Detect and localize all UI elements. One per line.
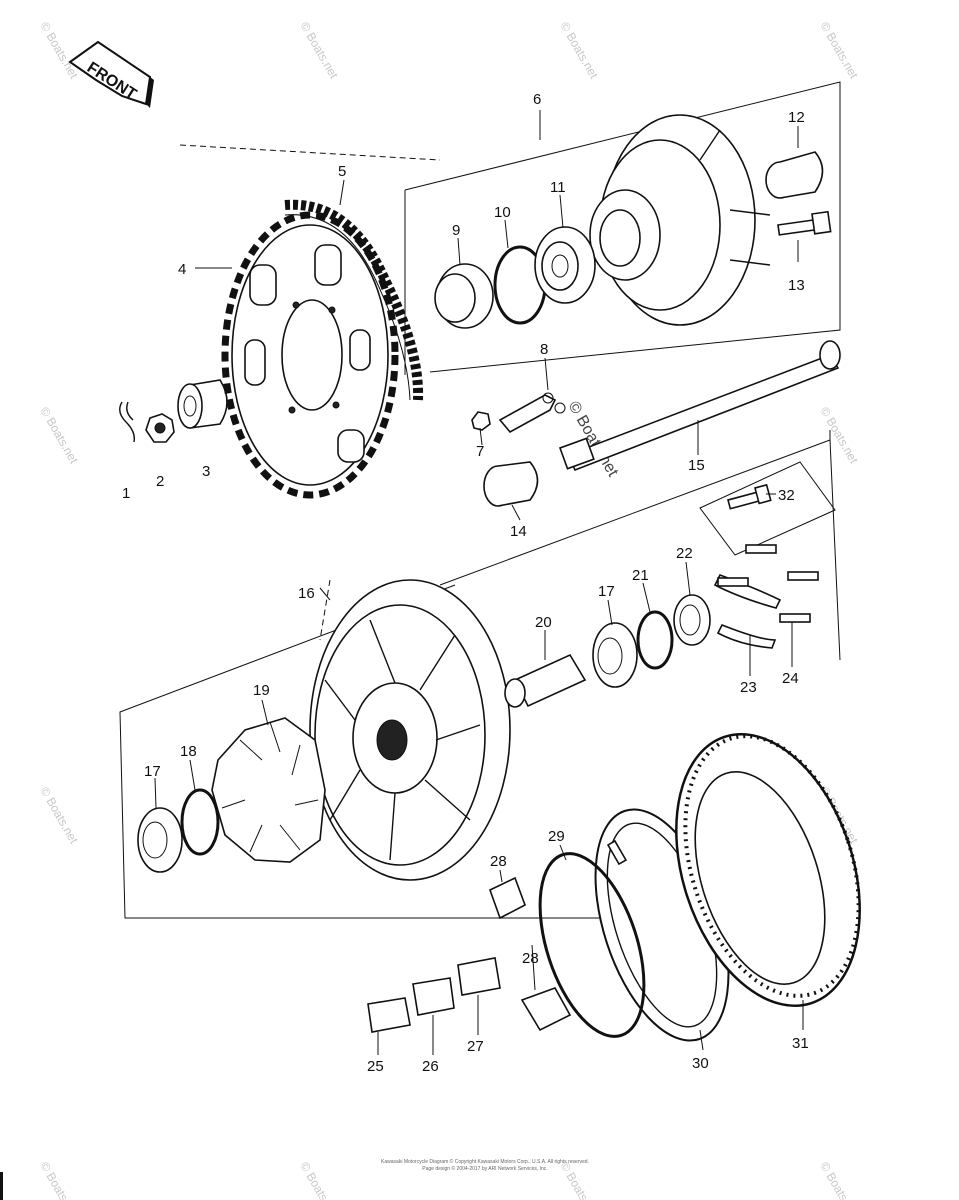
callout-12: 12 [788, 109, 805, 126]
callout-17-left: 17 [144, 763, 161, 780]
o-ring [180, 788, 220, 856]
callout-24: 24 [782, 670, 799, 687]
callout-28-lower: 28 [522, 950, 539, 967]
drive-chain [284, 199, 424, 401]
callout-2: 2 [156, 473, 164, 490]
wheel-circlip [636, 610, 674, 670]
watermark: © Boats.net [37, 405, 81, 467]
watermark: © Boats.net [817, 1160, 861, 1200]
footer-line-2: Page design © 2004-2017 by ARI Network S… [422, 1166, 548, 1172]
cotter-pin [119, 401, 136, 443]
callout-17-right: 17 [598, 583, 615, 600]
watermark: © Boats.net [37, 1160, 81, 1200]
rim-protector-lower [520, 987, 572, 1032]
rear-wheel-damper [211, 717, 326, 863]
watermark: © Boats.net [37, 20, 81, 82]
callout-16: 16 [298, 585, 315, 602]
watermark: © Boats.net [817, 405, 861, 467]
callout-4: 4 [178, 261, 186, 278]
chain-adjuster [498, 392, 566, 434]
callout-7: 7 [476, 443, 484, 460]
wheel-bearing-left [137, 807, 183, 873]
watermark: © Boats.net [297, 1160, 341, 1200]
callout-5: 5 [338, 163, 346, 180]
callout-19: 19 [253, 682, 270, 699]
callouts: 1 2 3 4 5 6 7 8 9 10 11 12 13 14 15 16 1… [122, 91, 809, 1075]
wheel-seal [673, 594, 711, 646]
leader-lines [154, 110, 804, 1055]
rim-protector-upper [489, 876, 526, 920]
brake-pad-26 [412, 977, 455, 1016]
hub-bearing [534, 226, 596, 304]
callout-21: 21 [632, 567, 649, 584]
callout-9: 9 [452, 222, 460, 239]
callout-28-upper: 28 [490, 853, 507, 870]
callout-15: 15 [688, 457, 705, 474]
callout-29: 29 [548, 828, 565, 845]
cast-wheel [309, 579, 511, 881]
callout-30: 30 [692, 1055, 709, 1072]
watermark: © Boats.net [557, 20, 601, 82]
front-arrow-icon: FRONT [68, 40, 154, 108]
caliper-bolt-32 [727, 483, 772, 510]
adjuster-nut [471, 411, 491, 431]
rear-tire [675, 733, 861, 1007]
rear-sprocket [221, 211, 399, 499]
rear-hub [589, 114, 771, 326]
callout-13: 13 [788, 277, 805, 294]
watermark: © Boats.net [817, 20, 861, 82]
callout-14: 14 [510, 523, 527, 540]
callout-8: 8 [540, 341, 548, 358]
wheel-bearing-right [592, 622, 638, 688]
hub-bolt [777, 210, 832, 236]
page-edge-marker [0, 1172, 3, 1200]
brake-pad-27 [457, 957, 501, 996]
callout-3: 3 [202, 463, 210, 480]
rim-band [538, 852, 646, 1038]
watermark: © Boats.net [37, 785, 81, 847]
castle-nut [145, 413, 175, 443]
footer-line-1: Kawasaki Motorcycle Diagram © Copyright … [381, 1159, 589, 1165]
hub-collar [765, 151, 824, 199]
callout-32: 32 [778, 487, 795, 504]
collar [177, 379, 228, 429]
watermark: © Boats.net [297, 20, 341, 82]
copyright-footer: Kawasaki Motorcycle Diagram © Copyright … [340, 1159, 630, 1173]
callout-6: 6 [533, 91, 541, 108]
callout-27: 27 [467, 1038, 484, 1055]
callout-31: 31 [792, 1035, 809, 1052]
oil-seal [434, 263, 494, 329]
assembly-frame-upper [119, 81, 841, 919]
callout-18: 18 [180, 743, 197, 760]
callout-26: 26 [422, 1058, 439, 1075]
brake-pad-25 [367, 997, 411, 1033]
brake-bolts [717, 544, 819, 623]
callout-25: 25 [367, 1058, 384, 1075]
callout-23: 23 [740, 679, 757, 696]
callout-10: 10 [494, 204, 511, 221]
callout-1: 1 [122, 485, 130, 502]
callout-11: 11 [550, 179, 566, 196]
axle-collar [483, 461, 539, 507]
axle-sleeve [504, 653, 587, 708]
callout-22: 22 [676, 545, 693, 562]
rear-axle [558, 340, 841, 472]
callout-20: 20 [535, 614, 552, 631]
